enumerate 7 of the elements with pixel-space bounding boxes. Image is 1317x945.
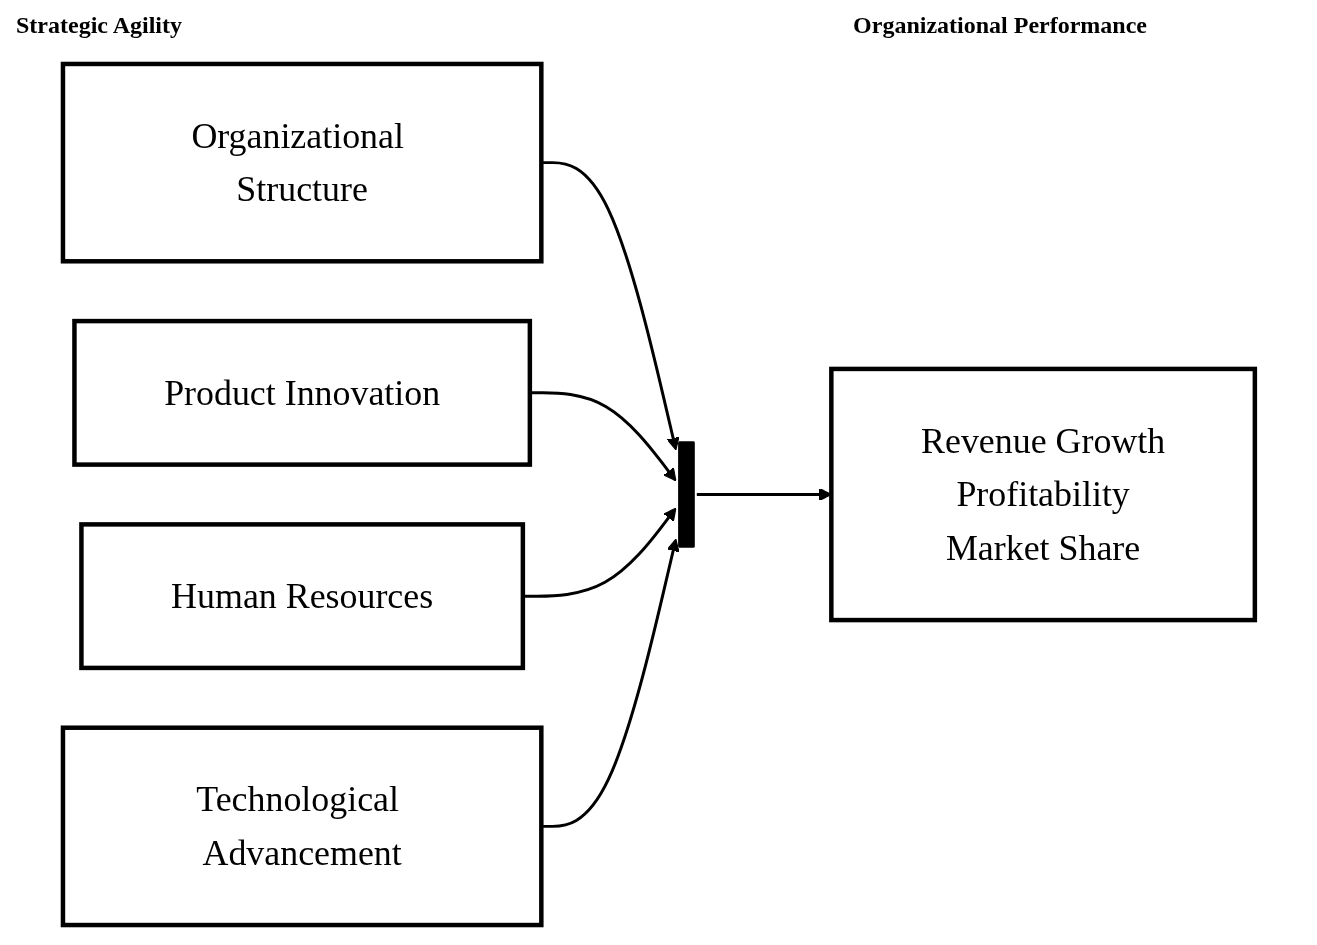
node-box: Technological Advancement [60,725,544,928]
column-heading: Strategic Agility [16,12,182,40]
column-heading: Organizational Performance [853,12,1147,40]
node-box: Revenue Growth Profitability Market Share [828,366,1257,623]
node-box: Product Innovation [71,318,532,467]
node-box: Organizational Structure [60,61,544,264]
node-box: Human Resources [78,522,525,671]
